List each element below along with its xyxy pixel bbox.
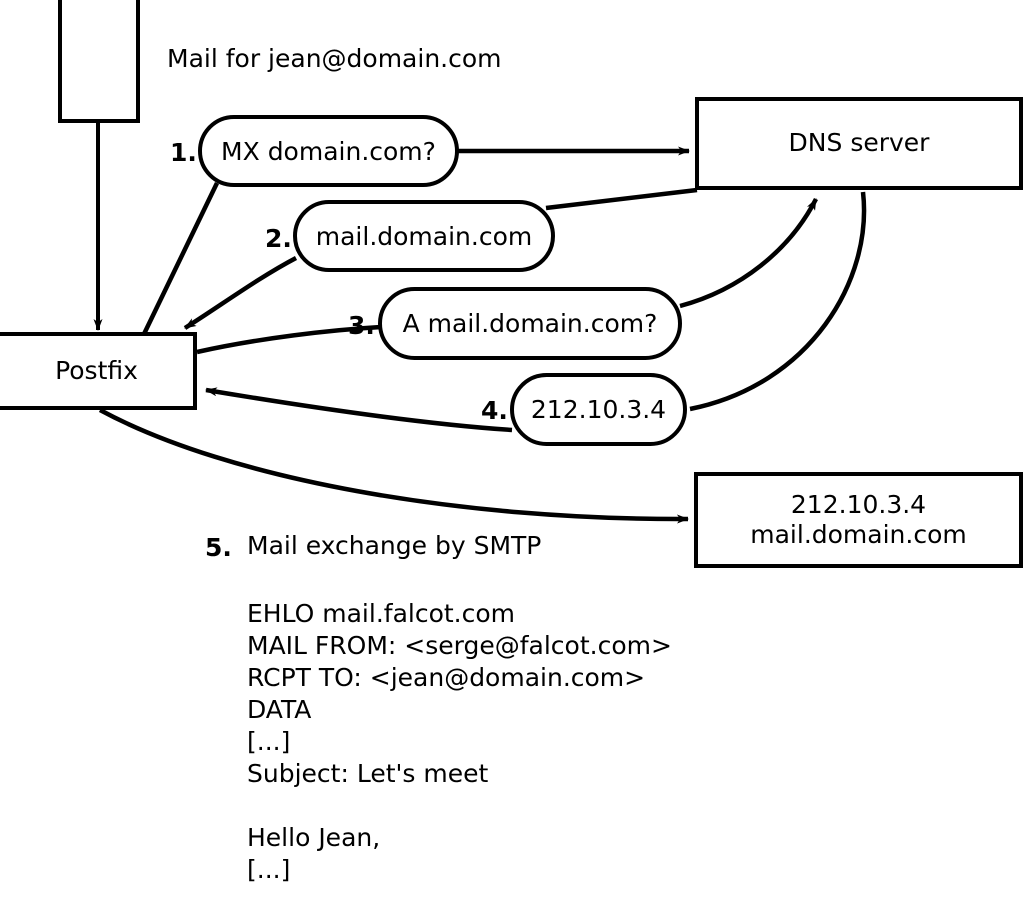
connector-step2-to-postfix <box>183 256 298 330</box>
dns-server-label: DNS server <box>788 128 930 158</box>
smtp-transcript-line <box>247 790 672 822</box>
connector-postfix-to-mailserver <box>98 408 689 524</box>
step-1-bubble[interactable]: MX domain.com? <box>198 115 459 187</box>
diagram-title: Mail for jean@domain.com <box>167 44 502 73</box>
step-2-number: 2. <box>265 224 292 253</box>
smtp-transcript-line: DATA <box>247 695 312 724</box>
smtp-transcript-line: [...] <box>247 727 291 756</box>
step-3-number: 3. <box>348 311 375 340</box>
smtp-transcript-line: Subject: Let's meet <box>247 759 489 788</box>
smtp-transcript-line: [...] <box>247 855 291 884</box>
step-4-number: 4. <box>481 396 508 425</box>
smtp-transcript-line: RCPT TO: <jean@domain.com> <box>247 663 646 692</box>
smtp-transcript-line: EHLO mail.falcot.com <box>247 599 516 628</box>
mail-server-hostname: mail.domain.com <box>750 520 967 549</box>
step-4-bubble[interactable]: 212.10.3.4 <box>510 373 687 446</box>
step-5-label: Mail exchange by SMTP <box>247 531 542 560</box>
connector-step1-to-postfix <box>141 182 220 335</box>
smtp-transcript-line: Hello Jean, <box>247 823 381 852</box>
step-2-bubble-label: mail.domain.com <box>315 221 533 251</box>
connector-step4-to-postfix <box>205 387 513 433</box>
step-1-number: 1. <box>170 138 197 167</box>
connector-step3-to-dns <box>679 197 819 309</box>
connector-dns-to-step2 <box>545 187 698 211</box>
step-3-bubble-label: A mail.domain.com? <box>402 309 658 338</box>
step-3-bubble[interactable]: A mail.domain.com? <box>378 287 682 360</box>
postfix-box[interactable]: Postfix <box>0 332 197 410</box>
smtp-transcript-line <box>247 886 672 918</box>
postfix-label: Postfix <box>55 355 138 385</box>
step-2-bubble[interactable]: mail.domain.com <box>293 200 555 272</box>
smtp-transcript-line: MAIL FROM: <serge@falcot.com> <box>247 631 672 660</box>
mail-server-ip: 212.10.3.4 <box>790 489 927 519</box>
mail-server-box[interactable]: 212.10.3.4 mail.domain.com <box>694 472 1023 568</box>
step-4-bubble-label: 212.10.3.4 <box>530 395 667 424</box>
step-1-bubble-label: MX domain.com? <box>221 136 436 166</box>
client-box[interactable] <box>58 0 140 123</box>
step-5-number: 5. <box>205 533 232 562</box>
dns-server-box[interactable]: DNS server <box>695 97 1023 190</box>
connector-postfix-to-step3 <box>196 324 382 355</box>
connector-dns-to-step4 <box>689 191 867 412</box>
